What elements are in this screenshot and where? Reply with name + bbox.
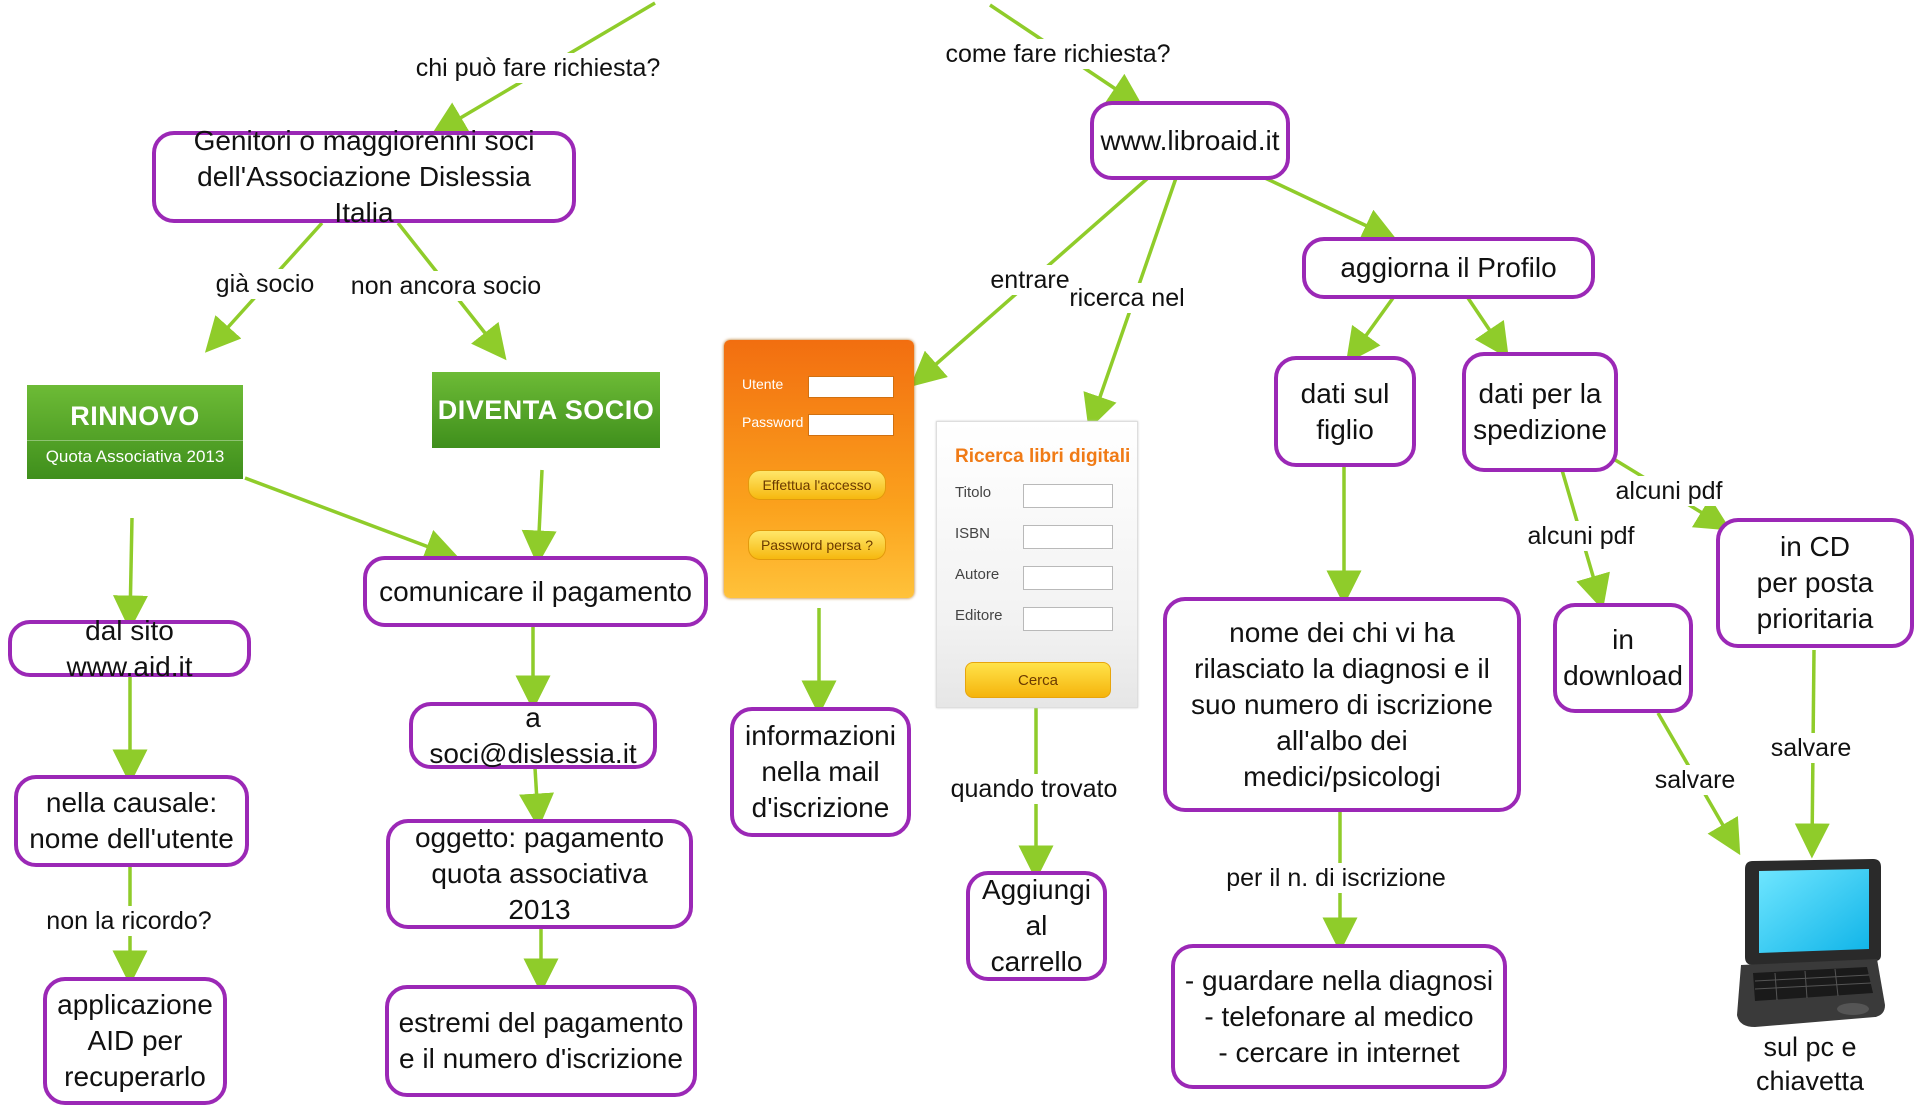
link-label-salvare-download: salvare (1651, 765, 1739, 795)
node-genitori: Genitori o maggiorenni soci dell'Associa… (152, 125, 576, 228)
banner-divider (27, 440, 243, 441)
login-button[interactable]: Effettua l'accesso (748, 470, 886, 500)
node-nome-medico: nome dei chi vi ha rilasciato la diagnos… (1163, 597, 1521, 812)
rinnovo-banner-subtitle: Quota Associativa 2013 (45, 447, 225, 466)
arrow-soci-to-oggetto (519, 767, 555, 829)
arrow-diventa-to-comunicare (521, 469, 557, 566)
node-comunicare-pagamento: comunicare il pagamento (363, 556, 708, 627)
link-label-ricerca-nel: ricerca nel (1066, 283, 1188, 313)
node-applicazione: applicazione AID per recuperarlo (43, 977, 227, 1105)
link-label-salvare-cd: salvare (1767, 733, 1855, 763)
node-dati-spedizione: dati per la spedizione (1462, 352, 1618, 472)
node-soci-email: a soci@dislessia.it (409, 702, 657, 769)
rinnovo-banner-title: RINNOVO (70, 401, 200, 431)
node-dal-sito: dal sito www.aid.it (8, 615, 251, 682)
laptop-caption: sul pc e chiavetta (1755, 1032, 1865, 1096)
node-in-download: in download (1553, 603, 1693, 713)
diventa-socio-banner-title: DIVENTA SOCIO (437, 394, 655, 425)
link-label-chi-puo: chi può fare richiesta? (412, 53, 664, 83)
arrow-profilo-to-spedizione (1466, 297, 1509, 359)
link-label-non-ancora-socio: non ancora socio (347, 271, 545, 301)
link-label-quando-trovato: quando trovato (947, 774, 1121, 804)
isbn-label: ISBN (955, 525, 991, 542)
editore-label: Editore (955, 607, 1003, 624)
titolo-label: Titolo (955, 484, 992, 501)
diventa-socio-banner[interactable]: DIVENTA SOCIO (432, 372, 660, 448)
node-guardare: - guardare nella diagnosi - telefonare a… (1171, 944, 1507, 1089)
laptop-icon (1737, 859, 1885, 1027)
password-input[interactable] (808, 414, 894, 436)
titolo-input[interactable] (1023, 484, 1113, 508)
search-widget: Ricerca libri digitali Titolo ISBN Autor… (936, 421, 1138, 708)
node-oggetto: oggetto: pagamento quota associativa 201… (386, 819, 693, 929)
autore-input[interactable] (1023, 566, 1113, 590)
login-widget: Utente Password Effettua l'accesso Passw… (724, 340, 914, 598)
arrow-rinnovo-to-comunicare (244, 476, 460, 563)
arrow-profilo-to-figlio (1345, 296, 1395, 364)
link-label-alcuni-pdf-cd: alcuni pdf (1612, 476, 1726, 506)
node-nella-causale: nella causale: nome dell'utente (14, 775, 249, 867)
password-persa-button[interactable]: Password persa ? (748, 530, 886, 560)
arrow-libroaid-to-profilo (1264, 176, 1398, 242)
cerca-button[interactable]: Cerca (965, 662, 1111, 698)
arrow-rinnovo-to-dalsito (112, 517, 148, 631)
isbn-input[interactable] (1023, 525, 1113, 549)
node-aggiungi-carrello: Aggiungi al carrello (966, 871, 1107, 981)
search-widget-title: Ricerca libri digitali (955, 446, 1131, 467)
link-label-per-il-n: per il n. di iscrizione (1223, 863, 1449, 893)
utente-label: Utente (742, 376, 784, 392)
node-aggiorna-profilo: aggiorna il Profilo (1302, 237, 1595, 299)
link-label-non-la-ricordo: non la ricordo? (43, 906, 215, 936)
link-label-come-fare: come fare richiesta? (942, 39, 1174, 69)
node-estremi: estremi del pagamento e il numero d'iscr… (385, 985, 697, 1097)
node-in-cd: in CD per posta prioritaria (1716, 518, 1914, 648)
utente-input[interactable] (808, 376, 894, 398)
editore-input[interactable] (1023, 607, 1113, 631)
rinnovo-banner[interactable]: RINNOVO Quota Associativa 2013 (27, 385, 243, 479)
password-label: Password (742, 414, 804, 430)
link-label-alcuni-pdf-download: alcuni pdf (1524, 521, 1638, 551)
node-informazioni-mail: informazioni nella mail d'iscrizione (730, 707, 911, 837)
autore-label: Autore (955, 566, 1000, 583)
node-dati-figlio: dati sul figlio (1274, 356, 1416, 467)
link-label-entrare: entrare (987, 265, 1073, 295)
link-label-gia-socio: già socio (212, 269, 318, 299)
node-libroaid: www.libroaid.it (1090, 101, 1290, 180)
